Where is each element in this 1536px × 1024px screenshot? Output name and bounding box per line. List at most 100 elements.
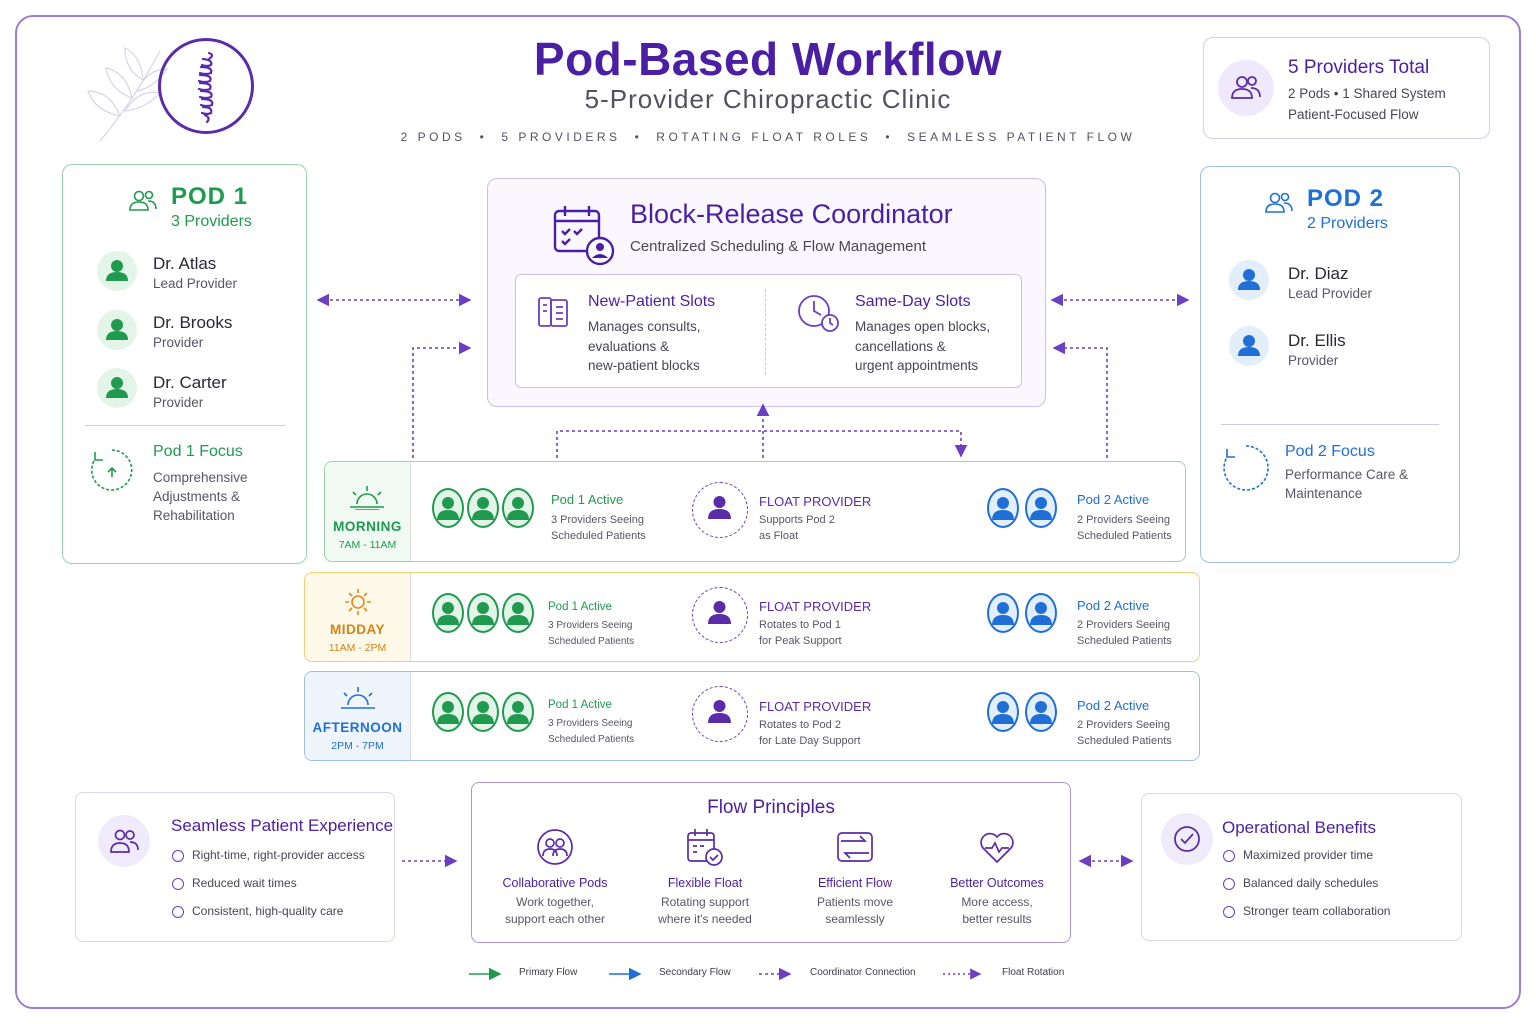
avatar (1025, 593, 1057, 633)
float-provider-avatar (692, 482, 748, 538)
benefits-title: Operational Benefits (1222, 818, 1377, 837)
avatar (1025, 488, 1057, 528)
seamless-item: Consistent, high-quality care (192, 904, 344, 918)
avatar (432, 692, 464, 732)
summary-line-2: Patient-Focused Flow (1288, 107, 1419, 122)
principle-name: Collaborative Pods (502, 876, 608, 890)
check-icon (172, 906, 184, 918)
principle-text: More access,better results (961, 895, 1033, 926)
pod2-active-title: Pod 2 Active (1077, 492, 1150, 507)
tagline: 2 PODS•5 PROVIDERS•ROTATING FLOAT ROLES•… (400, 130, 1136, 144)
team-circle-icon (537, 829, 573, 865)
new-slots-title: New-Patient Slots (588, 293, 716, 310)
principles-title: Flow Principles (707, 797, 835, 818)
float-provider-avatar (692, 587, 748, 643)
afternoon-row: AFTERNOON 2PM - 7PM Pod 1 Active 3 Provi… (304, 671, 1200, 761)
midday-label: MIDDAY 11AM - 2PM (305, 573, 411, 661)
provider-role: Provider (153, 395, 204, 410)
same-day-title: Same-Day Slots (855, 293, 971, 310)
clock-icon (798, 295, 839, 332)
team-icon (1218, 60, 1274, 116)
avatar (987, 488, 1019, 528)
new-slots-text: Manages consults,evaluations &new-patien… (588, 319, 701, 373)
book-icon (538, 297, 568, 327)
leaf-decoration-icon (87, 47, 169, 142)
pod2-subtitle: 2 Providers (1307, 215, 1388, 232)
avatar (987, 692, 1019, 732)
slot-divider (765, 289, 766, 375)
pod2-active-title: Pod 2 Active (1077, 698, 1150, 713)
benefits-item: Maximized provider time (1243, 848, 1374, 862)
provider-role: Lead Provider (153, 276, 238, 291)
avatar (502, 692, 534, 732)
tag-pods: 2 PODS (400, 130, 466, 144)
avatar (987, 593, 1019, 633)
row-name: AFTERNOON (312, 720, 403, 735)
avatar (1025, 692, 1057, 732)
provider-name: Dr. Diaz (1288, 264, 1349, 283)
coordinator-subtitle: Centralized Scheduling & Flow Management (630, 238, 926, 255)
avatar (467, 692, 499, 732)
avatar (1229, 326, 1269, 366)
sunrise-icon (350, 486, 384, 510)
avatar (467, 488, 499, 528)
legend-coordinator: Coordinator Connection (810, 967, 916, 978)
pod1-focus-title: Pod 1 Focus (153, 443, 243, 460)
avatar (467, 593, 499, 633)
row-time: 7AM - 11AM (338, 539, 397, 551)
float-title: FLOAT PROVIDER (759, 699, 872, 714)
principle-name: Flexible Float (667, 876, 743, 890)
heart-pulse-icon (980, 832, 1014, 864)
same-day-text: Manages open blocks,cancellations &urgen… (855, 319, 991, 373)
page-frame (15, 15, 1521, 1009)
seamless-item: Reduced wait times (192, 876, 297, 890)
tag-float: ROTATING FLOAT ROLES (656, 130, 872, 144)
swap-arrows-icon (837, 832, 873, 862)
avatar (502, 593, 534, 633)
morning-label: MORNING 7AM - 11AM (325, 462, 411, 561)
summary-card: 5 Providers Total 2 Pods • 1 Shared Syst… (1203, 37, 1490, 139)
principle-item: Better Outcomes More access,better resul… (922, 827, 1072, 928)
principle-name: Better Outcomes (950, 876, 1044, 890)
check-icon (172, 850, 184, 862)
morning-to-coordinator-left (412, 341, 472, 458)
pod1-active-title: Pod 1 Active (548, 601, 612, 613)
avatar (97, 251, 137, 291)
pod1-subtitle: 3 Providers (171, 213, 252, 230)
row-time: 11AM - 2PM (328, 642, 387, 654)
sun-icon (345, 589, 371, 615)
float-title: FLOAT PROVIDER (759, 599, 872, 614)
afternoon-label: AFTERNOON 2PM - 7PM (305, 672, 411, 760)
calendar-check-icon (687, 829, 723, 866)
calendar-user-icon (553, 206, 615, 266)
spine-icon (197, 51, 214, 124)
team-icon (1265, 192, 1293, 213)
avatar (432, 593, 464, 633)
coordinator-branch (556, 430, 968, 458)
team-icon (98, 815, 150, 867)
pod2-focus-text: Performance Care &Maintenance (1285, 467, 1409, 501)
spine-logo (158, 38, 254, 134)
principle-item: Collaborative Pods Work together,support… (480, 827, 630, 928)
check-icon (172, 878, 184, 890)
row-name: MORNING (333, 519, 402, 534)
slot-box: New-Patient Slots Manages consults,evalu… (515, 274, 1022, 388)
float-title: FLOAT PROVIDER (759, 494, 872, 509)
legend-secondary: Secondary Flow (659, 967, 731, 978)
provider-role: Provider (1288, 353, 1339, 368)
team-icon (129, 190, 157, 211)
provider-role: Lead Provider (1288, 286, 1373, 301)
rotation-icon (90, 449, 133, 491)
morning-to-coordinator-right (1052, 341, 1108, 458)
